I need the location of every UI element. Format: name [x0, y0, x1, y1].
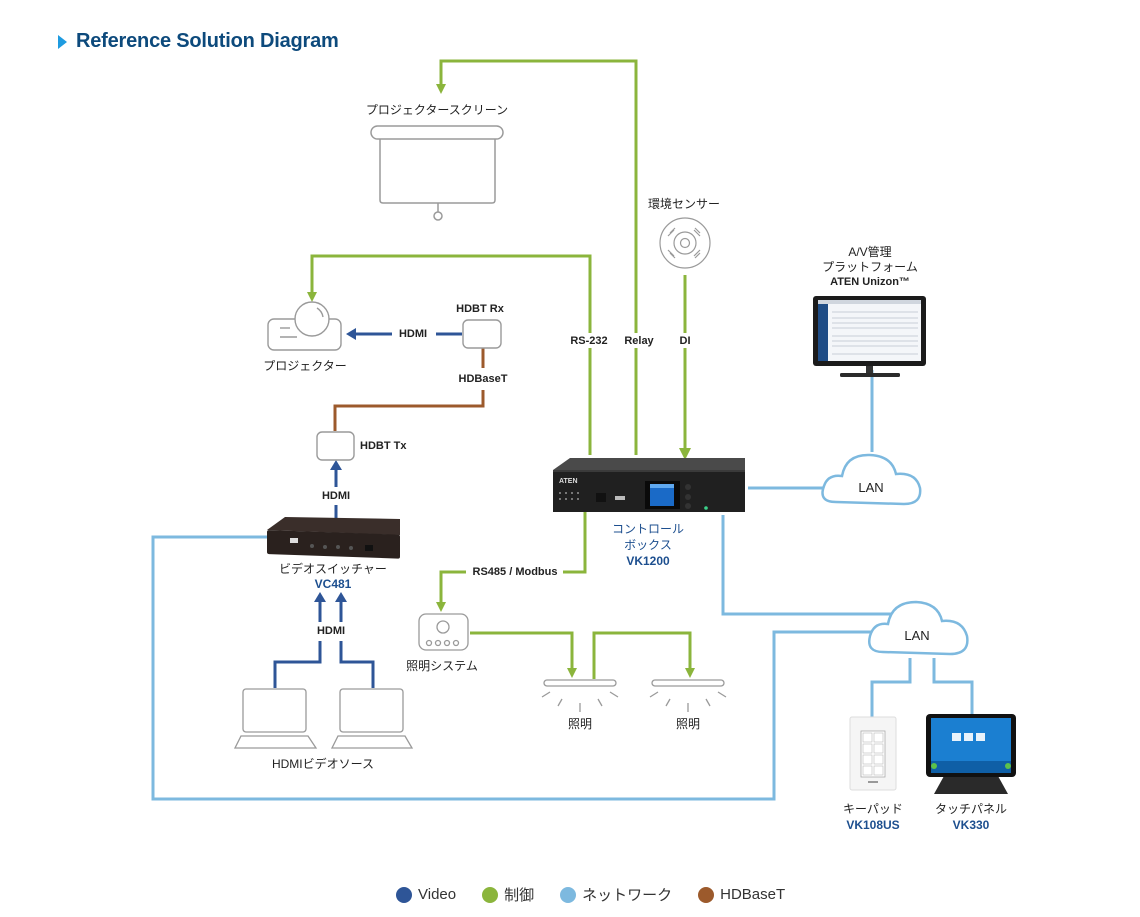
legend-dot-hdbaset-icon [698, 886, 715, 903]
lighting-arrow-1 [567, 668, 577, 678]
hdmi-arrow-in-1 [314, 592, 326, 602]
legend-dot-network-icon [560, 886, 577, 903]
projector-screen-label: プロジェクタースクリーン [365, 103, 509, 117]
hdbaset-connection-label: HDBaseT [458, 373, 508, 385]
hdbt-rx-label: HDBT Rx [456, 303, 504, 315]
lan-2-label: LAN [904, 628, 930, 643]
relay-arrow [436, 84, 446, 94]
lan-cloud-2-icon [868, 600, 969, 656]
hdmi-switcher-in-label: HDMI [316, 625, 346, 637]
rs232-arrow [307, 292, 317, 302]
keypad-icon [849, 716, 897, 791]
rs232-line [310, 254, 592, 455]
lan2-to-touchpanel [932, 658, 974, 714]
lighting-line-1 [470, 631, 574, 672]
control-box-label-line2: ボックス [624, 538, 672, 552]
legend-item-hdbaset: HDBaseT [698, 886, 785, 903]
control-box-icon: ATEN [553, 458, 745, 512]
hdbaset-line [333, 348, 485, 431]
legend-label: ネットワーク [582, 887, 673, 904]
projector-screen-icon [370, 125, 504, 221]
av-platform-label-line2: プラットフォーム [822, 260, 918, 274]
hdmi-switcher-out-label: HDMI [321, 490, 351, 502]
keypad-model: VK108US [846, 818, 900, 832]
control-lines [307, 59, 695, 679]
legend-item-control: 制御 [482, 884, 534, 905]
relay-line [439, 59, 638, 455]
lan-cloud-1-icon [821, 453, 922, 506]
page-title-text: Reference Solution Diagram [76, 30, 339, 52]
keypad-label: キーパッド [843, 802, 903, 816]
legend-dot-video-icon [396, 886, 412, 903]
page-title: Reference Solution Diagram [58, 30, 339, 53]
svg-text:ATEN: ATEN [559, 478, 578, 485]
relay-label: Relay [624, 335, 654, 347]
light-1-icon [541, 679, 619, 712]
video-switcher-model: VC481 [314, 577, 352, 591]
light-1-label: 照明 [567, 717, 593, 731]
rs232-label: RS-232 [570, 335, 608, 347]
hdbt-tx-icon [316, 431, 355, 461]
lan2-to-keypad [870, 658, 912, 717]
rs485-line [439, 510, 587, 606]
legend-dot-control-icon [482, 886, 499, 903]
legend-label: 制御 [504, 887, 535, 904]
di-arrow [679, 448, 691, 460]
hdmi-arrow-projector [346, 328, 356, 340]
video-lines [273, 328, 462, 688]
legend: Video 制御 ネットワーク HDBaseT [396, 884, 785, 905]
hdmi-arrow-tx [330, 460, 342, 470]
video-switcher-icon [267, 517, 400, 559]
light-2-label: 照明 [675, 717, 701, 731]
di-label: DI [679, 335, 691, 347]
projector-icon [267, 301, 342, 351]
touch-panel-label: タッチパネル [934, 802, 1008, 816]
control-box-model: VK1200 [626, 554, 670, 568]
laptop-1-icon [233, 688, 318, 749]
controlbox-to-lan2 [721, 515, 893, 616]
lighting-system-label: 照明システム [406, 659, 478, 673]
legend-label: HDBaseT [720, 886, 786, 903]
env-sensor-icon [659, 217, 711, 269]
rs485-arrow [436, 602, 446, 612]
unizon-monitor-icon [813, 296, 926, 377]
touch-panel-icon [926, 714, 1016, 794]
light-2-icon [649, 679, 727, 712]
hdmi-sources-label: HDMIビデオソース [271, 757, 375, 771]
video-switcher-label: ビデオスイッチャー [279, 562, 387, 576]
legend-item-video: Video [396, 886, 456, 903]
hdmi-arrow-in-2 [335, 592, 347, 602]
av-platform-label-line1: A/V管理 [848, 245, 892, 259]
lighting-system-icon [418, 613, 469, 651]
laptop-2-icon [330, 688, 414, 749]
touch-panel-model: VK330 [952, 818, 990, 832]
hdbt-tx-label: HDBT Tx [360, 440, 407, 452]
legend-label: Video [418, 886, 457, 903]
env-sensor-label: 環境センサー [647, 197, 721, 211]
title-triangle-icon [58, 34, 67, 49]
hdmi-projector-label: HDMI [398, 328, 428, 340]
av-platform-label-line3: ATEN Unizon™ [830, 276, 910, 288]
lighting-arrow-2 [685, 668, 695, 678]
switcher-lan-loop [151, 535, 875, 801]
lighting-line-2 [592, 631, 692, 679]
rs485-label: RS485 / Modbus [472, 566, 558, 578]
control-box-label-line1: コントロール [611, 522, 685, 536]
network-lines [151, 370, 974, 801]
projector-label: プロジェクター [263, 359, 347, 373]
source1-line [273, 600, 322, 688]
source2-line [339, 600, 375, 688]
legend-item-network: ネットワーク [560, 884, 672, 905]
hdbt-rx-icon [462, 319, 502, 349]
lan-1-label: LAN [858, 480, 884, 495]
